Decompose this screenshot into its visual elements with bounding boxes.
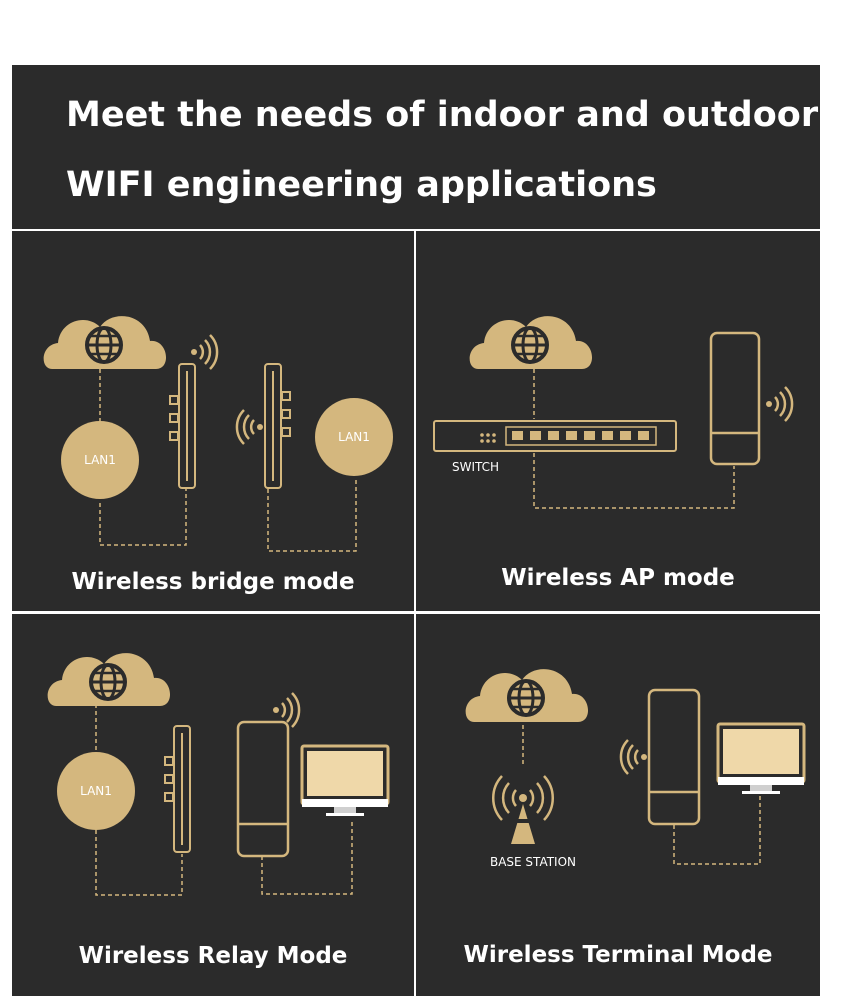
router-icon — [647, 688, 701, 826]
wifi-signal-icon — [235, 408, 265, 446]
switch-icon: SWITCH — [433, 420, 677, 474]
cloud-globe-icon — [41, 314, 169, 371]
router-icon — [709, 331, 761, 466]
caption-relay-mode: Wireless Relay Mode — [78, 943, 348, 969]
cloud-globe-icon — [467, 314, 595, 371]
headline-line-2: WIFI engineering applications — [66, 165, 657, 205]
header-banner: Meet the needs of indoor and outdoor WIF… — [12, 65, 820, 229]
connector-lines — [522, 725, 761, 865]
panel-relay-mode: LAN1 Wireless Relay Mode — [12, 614, 414, 996]
base-station-icon: BASE STATION — [490, 775, 576, 869]
lan-circle-icon: LAN1 — [315, 398, 393, 476]
caption-ap-mode: Wireless AP mode — [501, 565, 735, 591]
caption-bridge-mode: Wireless bridge mode — [71, 569, 355, 595]
wifi-signal-icon — [764, 385, 794, 423]
lan-label-right: LAN1 — [338, 430, 370, 444]
wifi-signal-icon — [619, 738, 649, 776]
connector-lines — [99, 369, 357, 552]
cloud-globe-icon — [45, 651, 173, 708]
caption-terminal-mode: Wireless Terminal Mode — [463, 942, 773, 968]
lan-circle-icon: LAN1 — [57, 752, 135, 830]
lan-label: LAN1 — [80, 784, 112, 798]
cpe-panel-icon — [264, 363, 291, 489]
connector-lines — [95, 704, 353, 896]
lan-circle-icon: LAN1 — [61, 421, 139, 499]
monitor-icon — [300, 744, 390, 816]
wifi-signal-icon — [189, 333, 219, 371]
switch-label: SWITCH — [452, 460, 499, 474]
cpe-panel-icon — [169, 363, 196, 489]
panel-terminal-mode: BASE STATION Wireless Terminal Mode — [416, 614, 820, 996]
monitor-icon — [716, 722, 806, 794]
headline-line-1: Meet the needs of indoor and outdoor — [66, 95, 819, 135]
base-station-label: BASE STATION — [490, 855, 576, 869]
cloud-globe-icon — [463, 667, 591, 724]
router-icon — [236, 720, 290, 858]
connector-lines — [533, 369, 735, 509]
panel-ap-mode: SWITCH Wireless AP mode — [416, 231, 820, 611]
lan-label-left: LAN1 — [84, 453, 116, 467]
cpe-panel-icon — [164, 725, 191, 853]
panel-bridge-mode: LAN1 LAN1 Wireless bridge mode — [12, 231, 414, 611]
